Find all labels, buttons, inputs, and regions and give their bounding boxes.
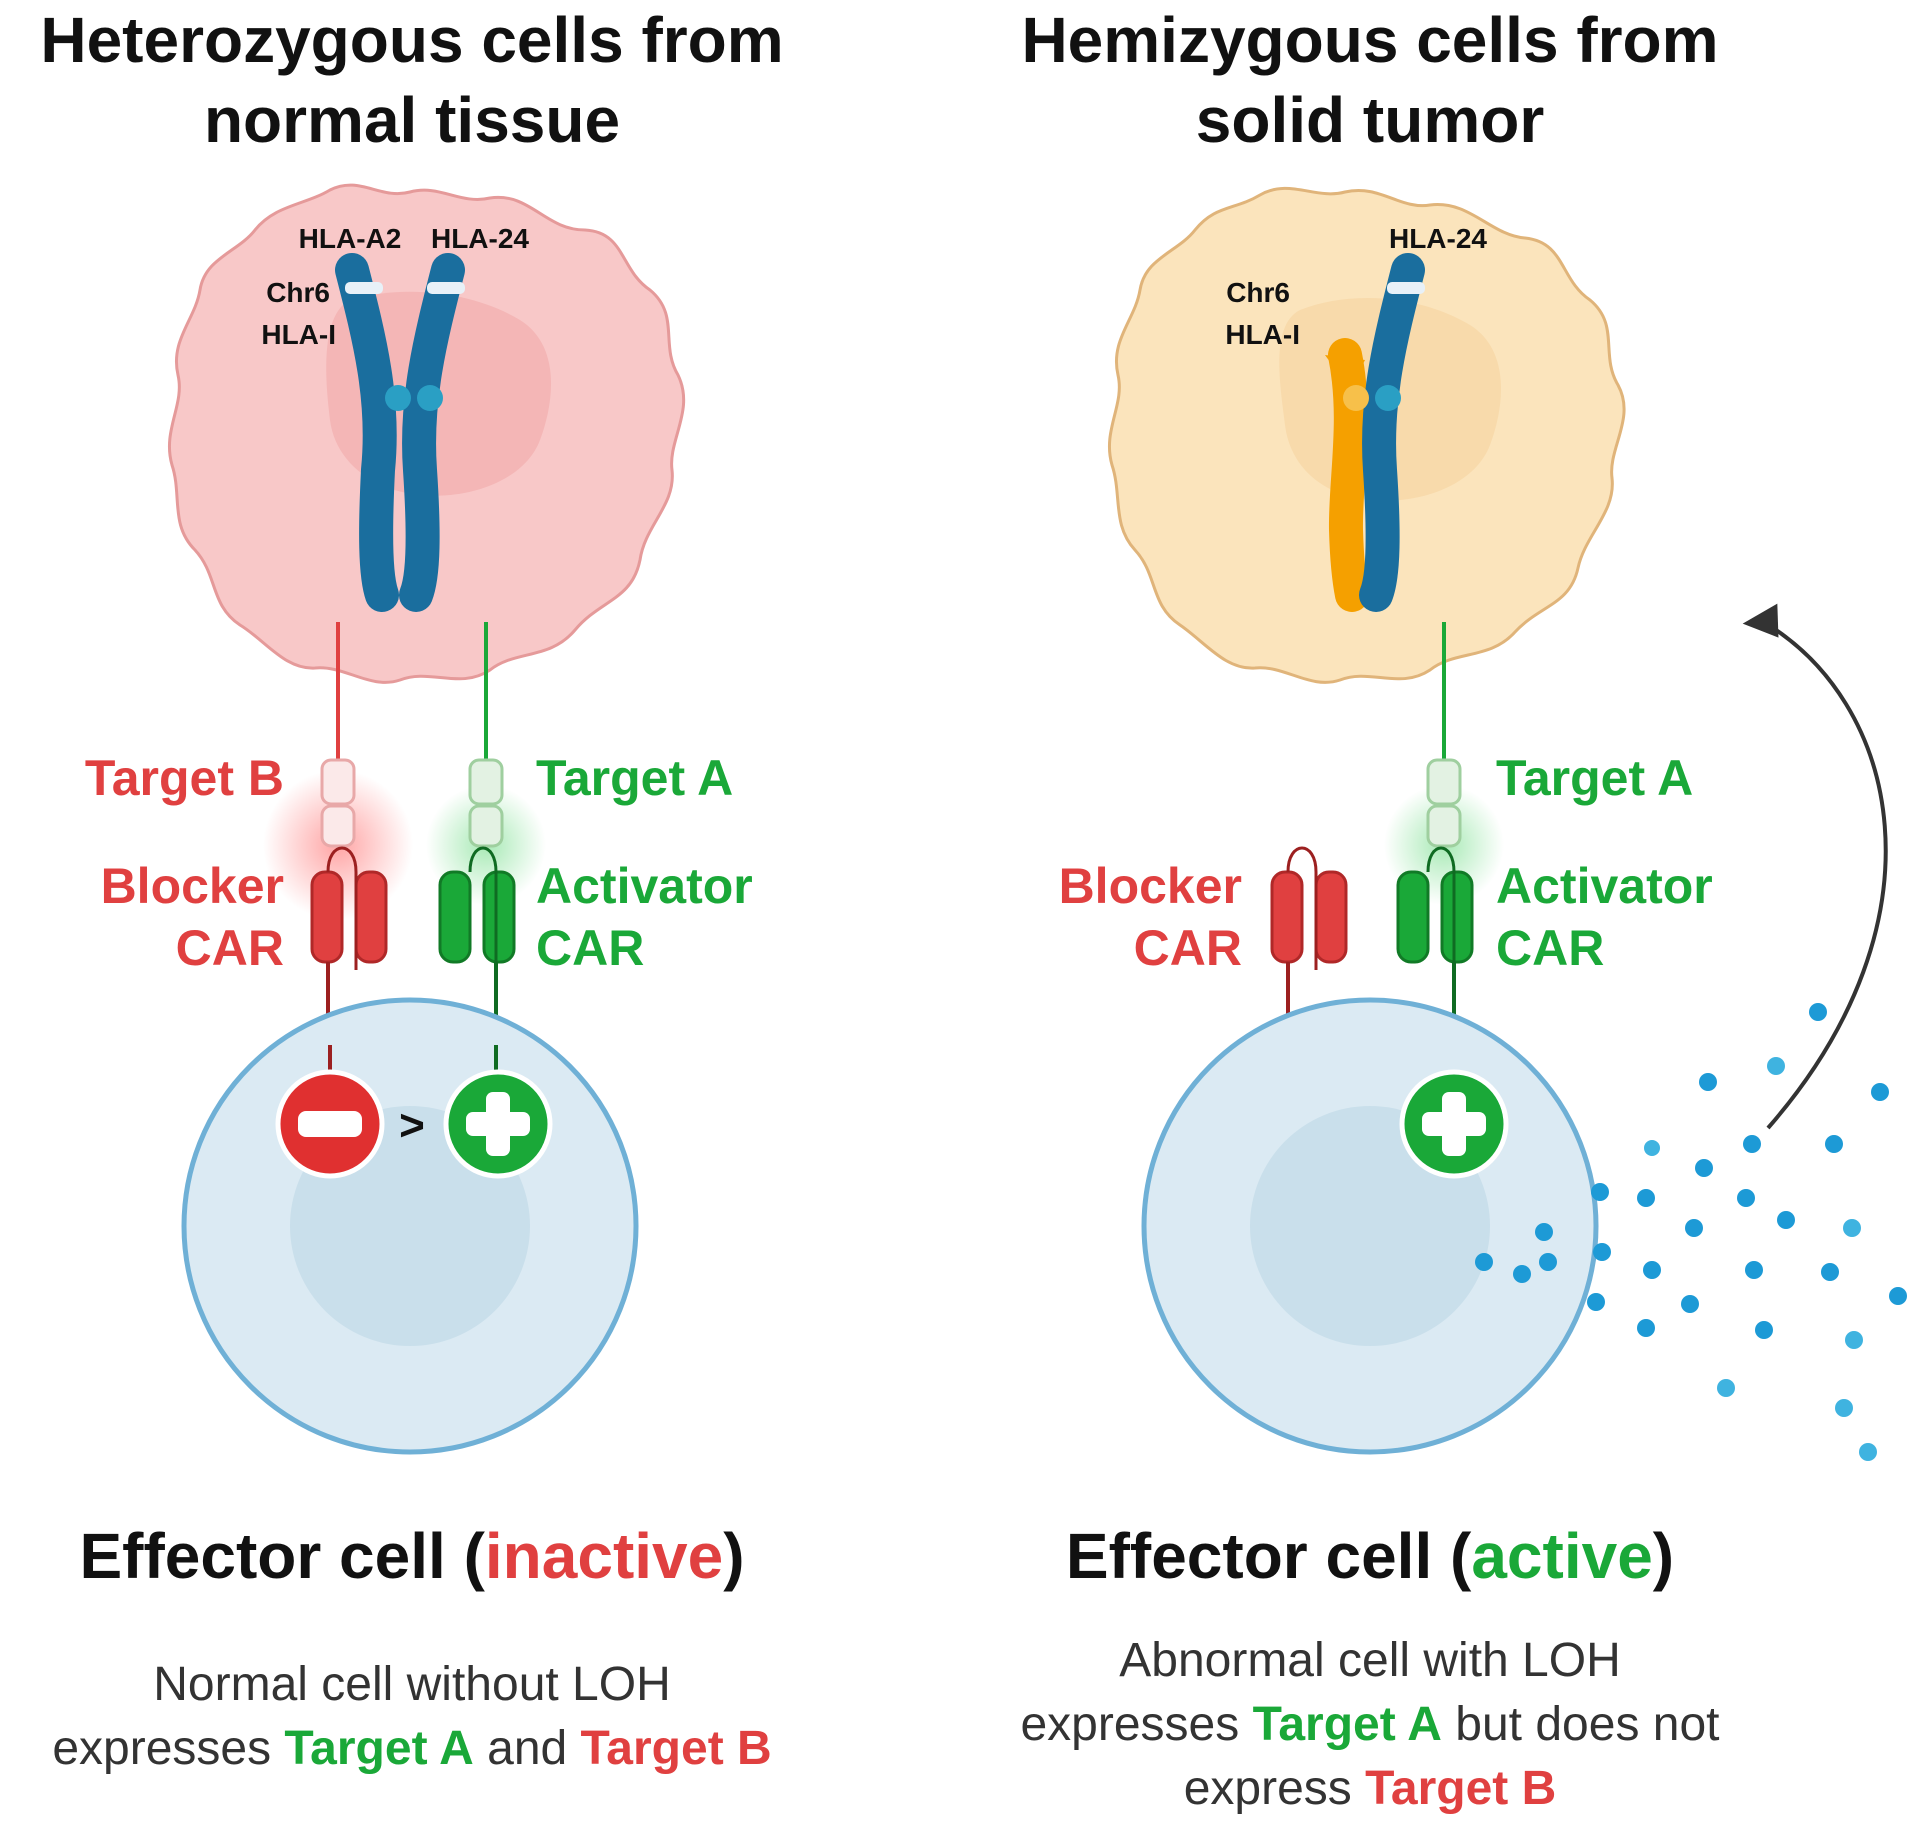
state-active: active [1471,1520,1652,1592]
blocker-car-label-line1: Blocker [101,858,284,914]
allele-label-hla-24: HLA-24 [431,223,529,254]
hla-i-label-tumor: HLA-I [1225,319,1300,350]
target-a-antigen-tumor [1426,758,1462,848]
allele-label-hla-a2: HLA-A2 [299,223,402,254]
activator-car-label-line1-tumor: Activator [1496,858,1713,914]
blocker-car-label-line2: CAR [176,920,284,976]
target-a-label: Target A [536,750,733,806]
activator-car-label-line2: CAR [536,920,644,976]
cytokine-release-dots [1475,1003,1907,1461]
left-title-line1: Heterozygous cells from [40,4,783,76]
right-caption-line1: Abnormal cell with LOH [1119,1634,1621,1687]
chr6-label-tumor: Chr6 [1226,277,1290,308]
right-caption-line2: expresses Target A but does not [1020,1698,1719,1751]
greater-than-sign: > [399,1101,425,1150]
activator-car-label-line1: Activator [536,858,753,914]
blocker-car-label-line1-tumor: Blocker [1059,858,1242,914]
target-a-label-tumor: Target A [1496,750,1693,806]
right-caption-line3: express Target B [1184,1762,1557,1815]
curved-arrow [1759,618,1888,1130]
chromosome-pair-blue [335,253,465,612]
left-title-line2: normal tissue [204,84,620,156]
arrow-head-icon [1742,603,1779,638]
hla-i-label: HLA-I [261,319,336,350]
right-title-line2: solid tumor [1196,84,1544,156]
target-b-antigen [320,758,356,848]
blocker-car-unbound [1270,846,1348,1050]
minus-icon [275,1069,385,1179]
effector-active-label: Effector cell (active) [1066,1520,1674,1592]
target-a-antigen [468,758,504,848]
right-title-line1: Hemizygous cells from [1021,4,1718,76]
blocker-car-label-line2-tumor: CAR [1134,920,1242,976]
effector-inactive-label: Effector cell (inactive) [79,1520,744,1592]
left-panel: Heterozygous cells from normal tissue HL… [40,4,783,1775]
activator-car [438,846,516,1045]
activator-car-label-line2-tumor: CAR [1496,920,1604,976]
allele-label-hla-24-tumor: HLA-24 [1389,223,1487,254]
target-b-label: Target B [85,750,284,806]
chr6-label: Chr6 [266,277,330,308]
state-inactive: inactive [485,1520,723,1592]
plus-icon-active [1399,1069,1509,1179]
left-caption-line2: expresses Target A and Target B [52,1722,771,1775]
chromosome-pair-orange-blue [1325,253,1425,612]
plus-icon [443,1069,553,1179]
left-caption-line1: Normal cell without LOH [153,1658,671,1711]
right-panel: Hemizygous cells from solid tumor HLA-24… [1020,4,1907,1815]
